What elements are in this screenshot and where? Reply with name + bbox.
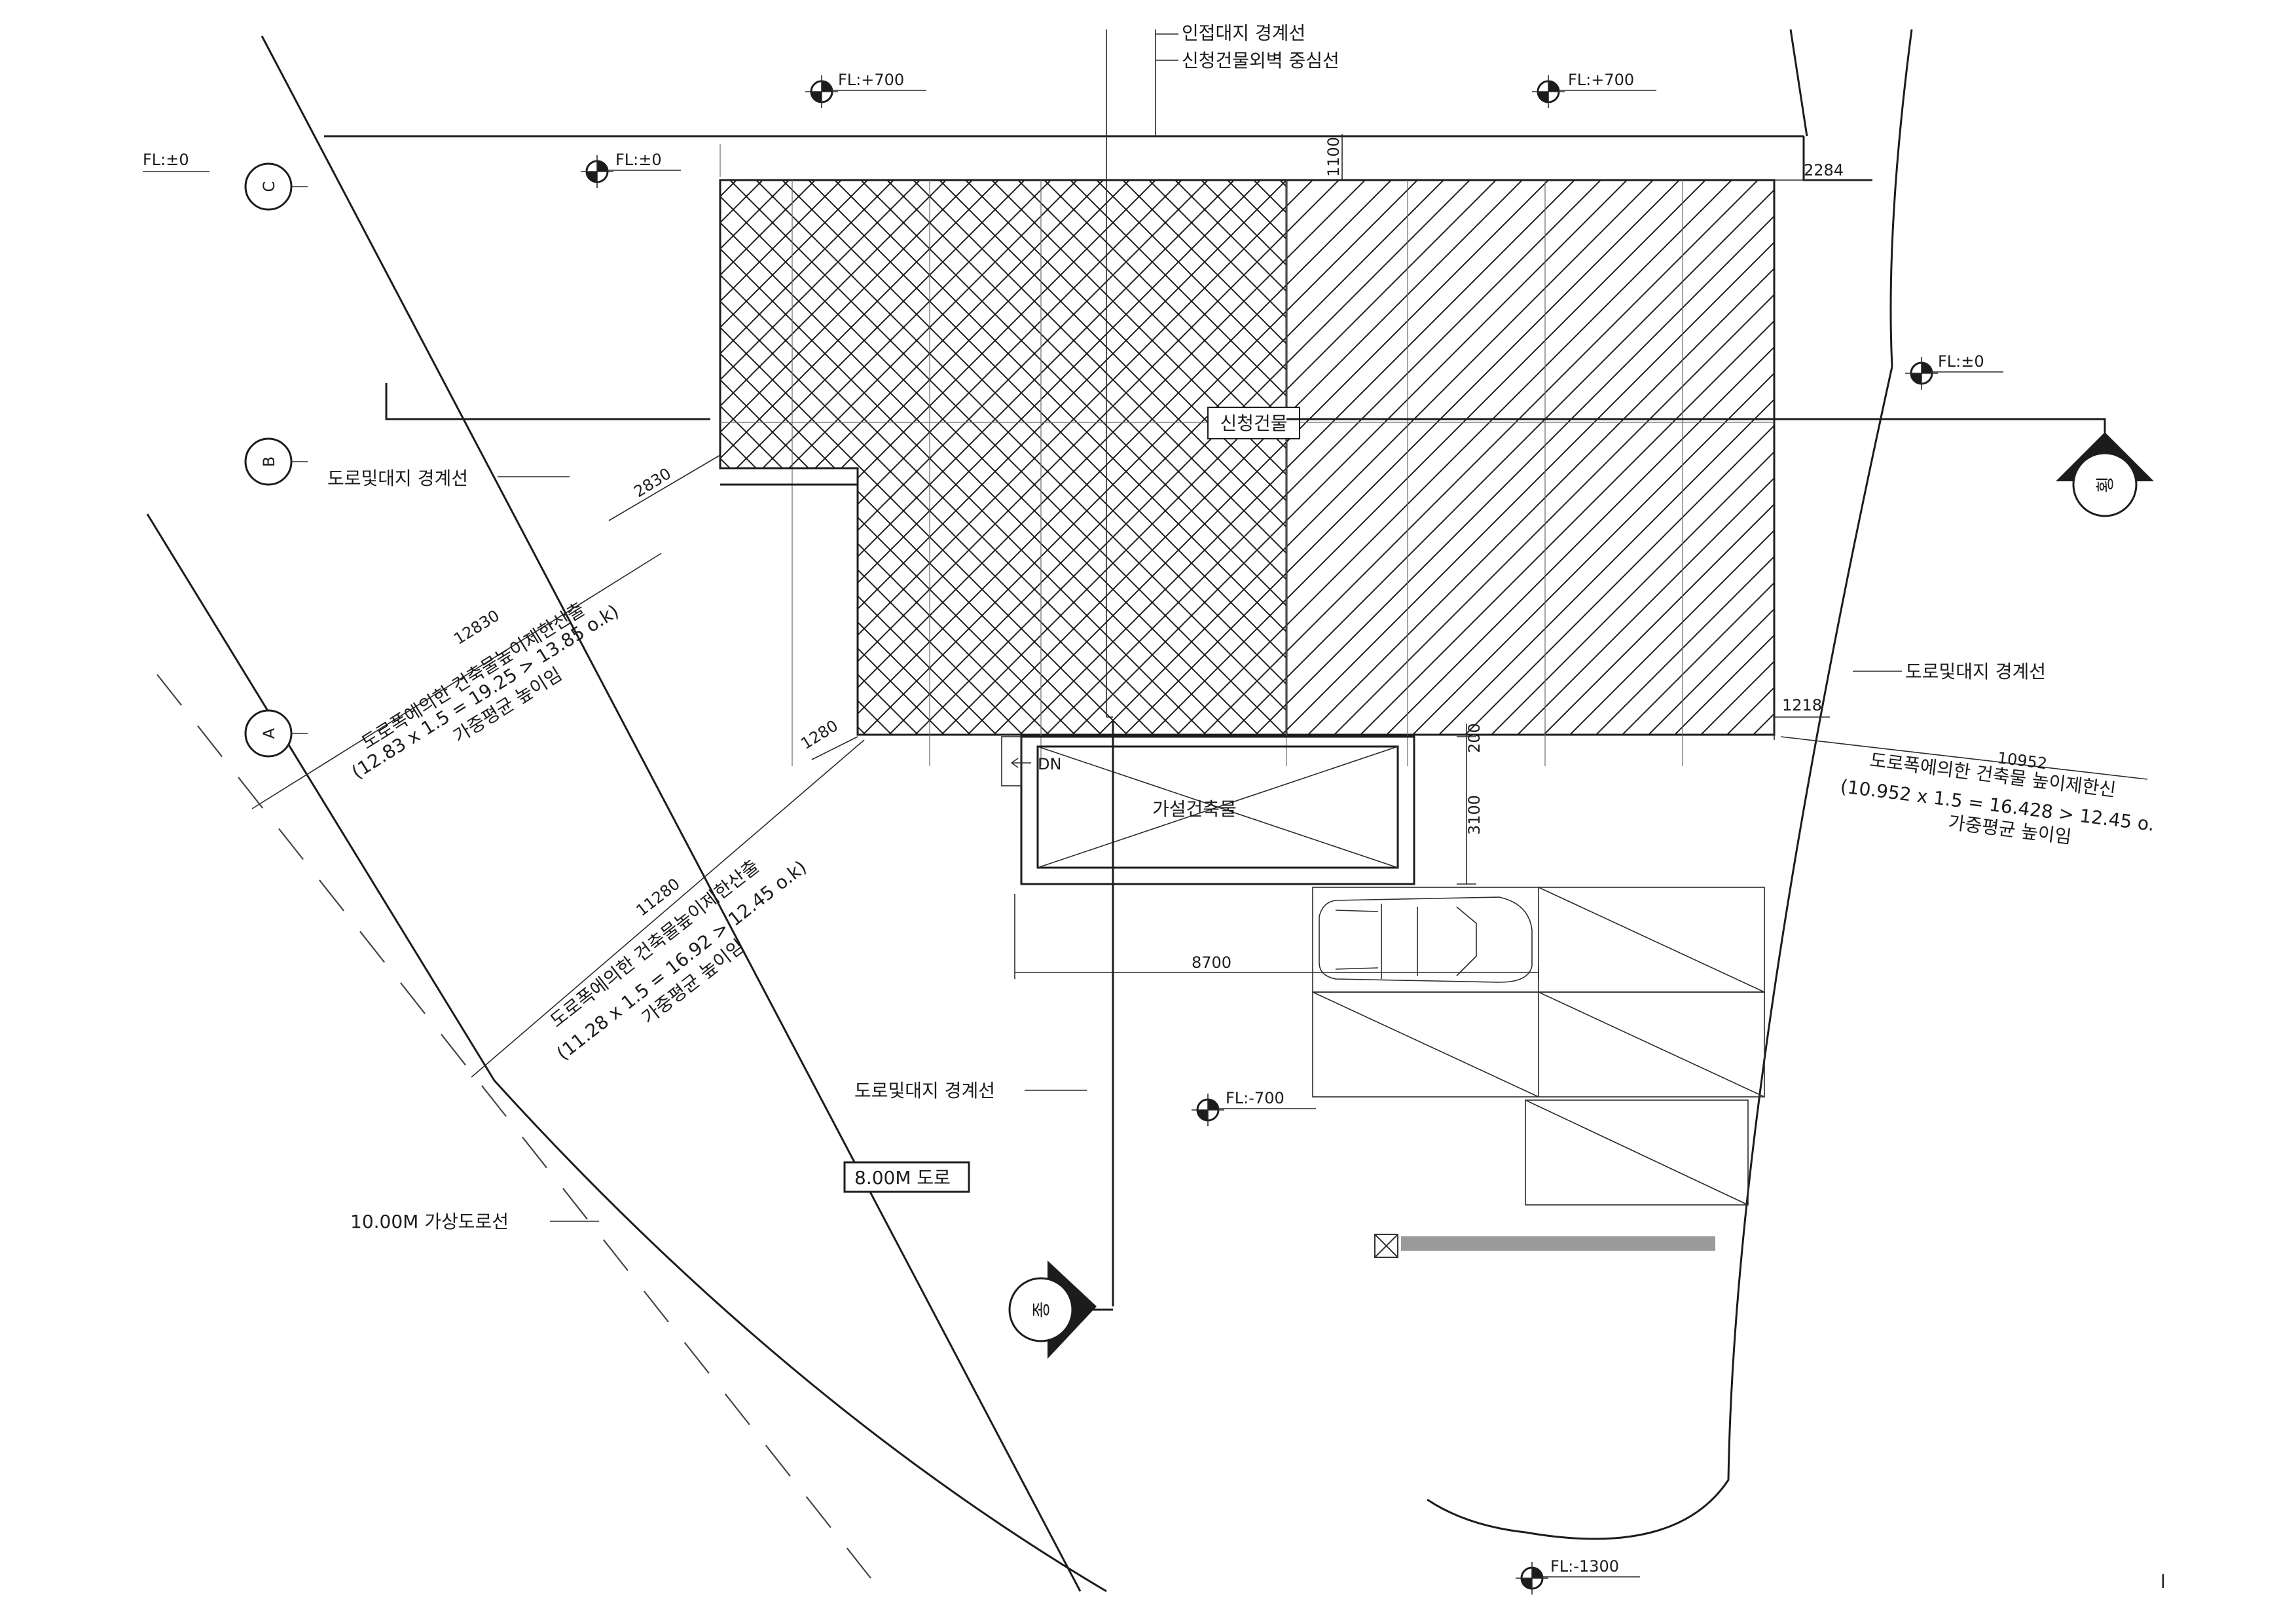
dn-label: DN <box>1038 755 1061 773</box>
level-top-right-label: FL:+700 <box>1568 71 1634 89</box>
dim-1218: 1218 <box>1782 696 1822 714</box>
applicant-building: 신청건물 <box>719 144 1776 766</box>
temporary-building-label: 가설건축물 <box>1152 798 1237 820</box>
road-label-box <box>843 1161 970 1193</box>
level-marker-parking: FL:-700 <box>1192 1089 1316 1126</box>
legend-line1: 인접대지 경계선 <box>1182 22 1305 44</box>
road-boundary-line-outer <box>261 35 1082 1592</box>
level-marker-left: FL:±0 <box>143 151 210 172</box>
neighbor-boundary-line <box>1789 29 1808 137</box>
right-boundary-lower <box>1525 366 1893 1540</box>
dn-arrow <box>1011 758 1031 768</box>
temporary-building: 가설건축물 DN <box>1001 735 1415 885</box>
boundary-label-right: 도로및대지 경계선 <box>1905 661 2046 682</box>
dim-3100: 3100 <box>1465 795 1484 835</box>
level-marker-bottom: FL:-1300 <box>1516 1557 1640 1595</box>
note-a-dist: 12830 <box>450 606 503 648</box>
grid-b: B <box>244 437 308 486</box>
note-b: 11280 도로폭에의한 건축물높이제한산출 (11.28 x 1.5 = 16… <box>471 739 865 1078</box>
labels: 도로및대지 경계선 도로및대지 경계선 도로및대지 경계선 8.00M 도로 1… <box>327 468 2166 1593</box>
step-box <box>1001 736 1022 786</box>
temporary-building-cross <box>1037 746 1398 868</box>
road-label: 8.00M 도로 <box>854 1167 951 1189</box>
right-boundary-upper <box>1889 29 1913 367</box>
level-right-label: FL:±0 <box>1938 352 1984 371</box>
level-top-left-label: FL:+700 <box>838 71 904 89</box>
level-left-label: FL:±0 <box>143 151 189 169</box>
car-symbol <box>1319 896 1533 983</box>
building-label: 신청건물 <box>1220 413 1287 434</box>
road-boundary-line-inner <box>146 513 1107 1593</box>
boundary-label-bottom: 도로및대지 경계선 <box>854 1080 995 1101</box>
grid-c: C <box>244 162 308 211</box>
parking-area <box>1312 887 1765 1258</box>
dim-8700: 8700 <box>1192 953 1231 972</box>
building-crosshatch-zone <box>719 179 1288 736</box>
building-label-box <box>1207 407 1300 439</box>
scale-bar <box>1374 1234 1715 1258</box>
section-vertical-label: 종 <box>1030 1301 1052 1318</box>
legend-line2: 신청건물외벽 중심선 <box>1182 50 1339 71</box>
section-marker-horizontal: 횡 <box>385 383 2154 517</box>
level-marker-top-right: FL:+700 <box>1532 71 1656 108</box>
parking-stall-3 <box>1525 1099 1749 1206</box>
dim-1100: 1100 <box>1324 137 1343 177</box>
dim-200: 200 <box>1465 723 1484 753</box>
virtual-road-line <box>156 674 871 1579</box>
legend: 인접대지 경계선 신청건물외벽 중심선 <box>1106 22 1339 718</box>
level-marker-top-left: FL:+700 <box>805 71 926 108</box>
note-c: 10952 도로폭에의한 건축물 높이제한신 (10.952 x 1.5 = 1… <box>1839 748 2155 848</box>
virtual-road-label: 10.00M 가상도로선 <box>350 1211 509 1232</box>
grid-c-label: C <box>260 181 278 193</box>
property-and-road-lines <box>146 29 1913 1593</box>
level-corner-label: FL:±0 <box>615 151 662 169</box>
building-grid-lines <box>720 144 1774 766</box>
section-horizontal-label: 횡 <box>2094 476 2116 493</box>
temporary-building-outer <box>1020 735 1415 885</box>
boundary-label-left: 도로및대지 경계선 <box>327 468 468 489</box>
level-parking-label: FL:-700 <box>1226 1089 1285 1107</box>
level-marker-right: FL:±0 <box>1905 352 2003 390</box>
section-marker-vertical: 종 <box>1008 720 1114 1359</box>
temporary-building-inner <box>1036 745 1399 869</box>
page-mark: l <box>2160 1571 2166 1593</box>
dim-2284: 2284 <box>1804 161 1844 179</box>
building-single-hatch-zone <box>1285 179 1776 736</box>
grid-a: A <box>244 709 308 758</box>
note-a: 12830 도로폭에의한 건축물높이제한산출 (12.83 x 1.5 = 19… <box>251 553 662 809</box>
grid-a-label: A <box>260 728 278 739</box>
level-bottom-label: FL:-1300 <box>1550 1557 1619 1576</box>
grid-b-label: B <box>260 456 278 467</box>
entry-step <box>720 467 859 486</box>
level-marker-corner: FL:±0 <box>581 151 681 188</box>
bottom-boundary-curve <box>1427 1498 1526 1534</box>
